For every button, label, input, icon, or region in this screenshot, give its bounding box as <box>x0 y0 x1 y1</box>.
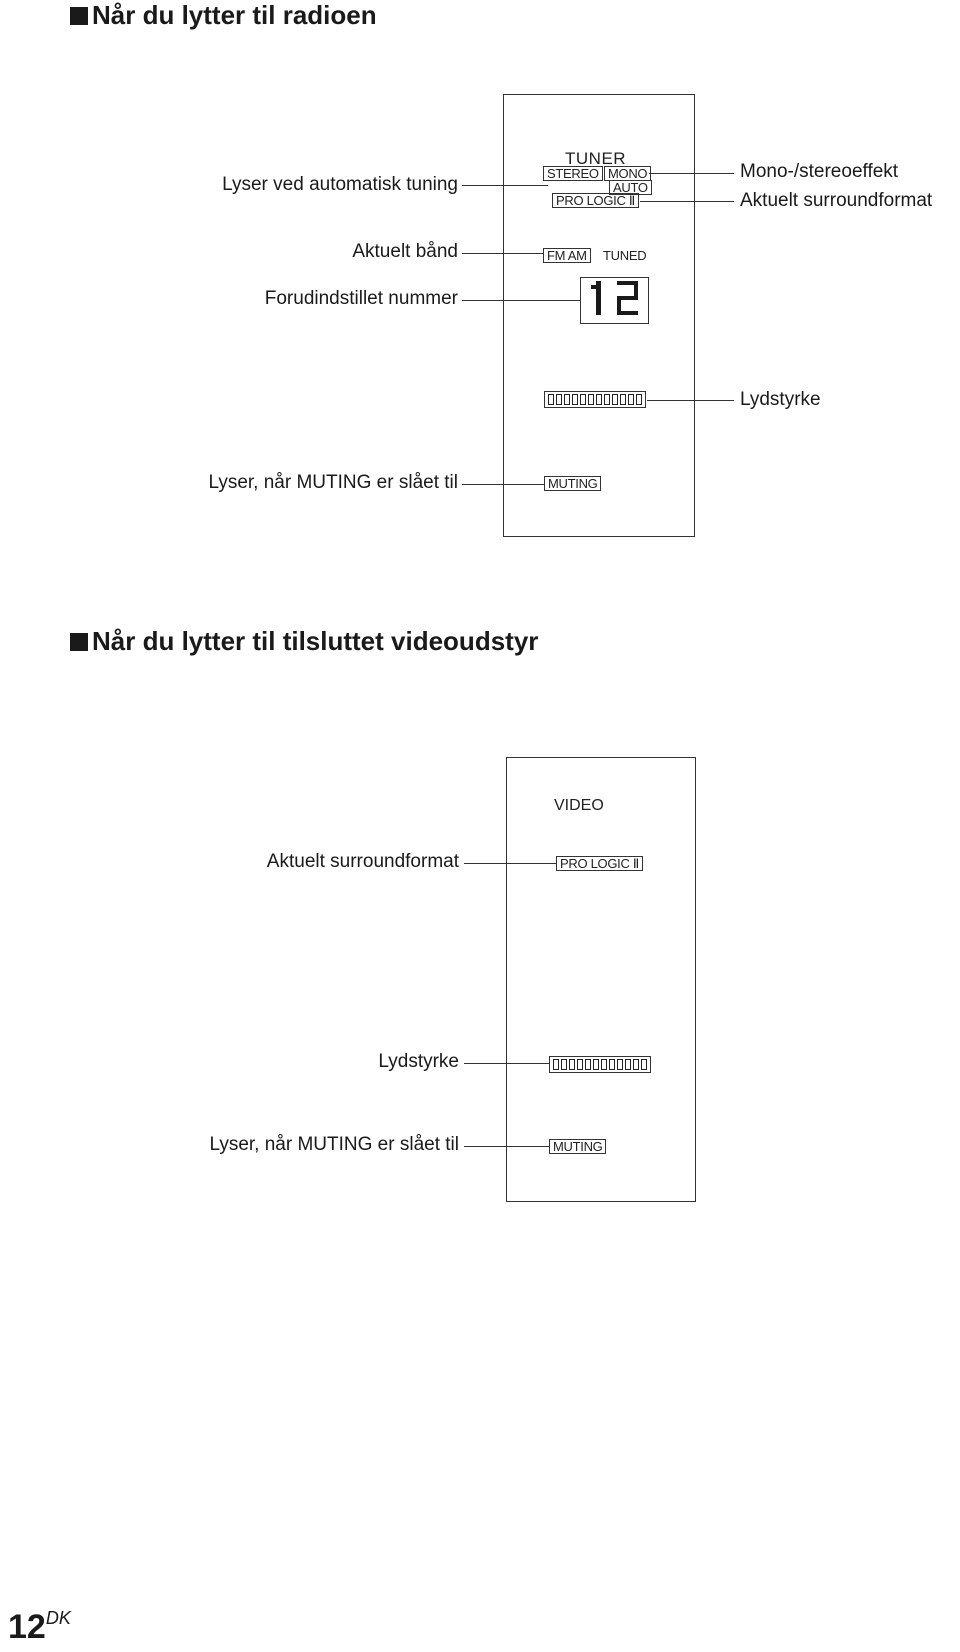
leader-line <box>649 173 734 174</box>
label-volume: Lydstyrke <box>740 389 821 410</box>
leader-line <box>464 863 556 864</box>
muting-indicator: MUTING <box>549 1139 607 1154</box>
label-surround: Aktuelt surroundformat <box>266 851 459 872</box>
label-surround: Aktuelt surroundformat <box>740 190 933 211</box>
pro-logic-indicator: PRO LOGIC Ⅱ <box>556 856 643 871</box>
preset-digits-graphic <box>591 281 638 315</box>
label-auto-tuning: Lyser ved automatisk tuning <box>222 174 458 195</box>
radio-display-panel <box>503 94 695 537</box>
muting-indicator: MUTING <box>544 476 602 491</box>
volume-bar <box>544 391 646 408</box>
leader-line <box>464 1063 549 1064</box>
leader-line <box>462 484 544 485</box>
leader-line <box>462 185 548 186</box>
tuned-indicator: TUNED <box>603 248 647 263</box>
auto-indicator: AUTO <box>609 180 652 195</box>
preset-number-display <box>580 277 649 324</box>
leader-line <box>464 1146 549 1147</box>
square-bullet-icon <box>70 7 88 25</box>
label-preset: Forudindstillet nummer <box>264 288 458 309</box>
section-heading-video: Når du lytter til tilsluttet videoudstyr <box>70 626 538 657</box>
label-muting: Lyser, når MUTING er slået til <box>209 1134 459 1155</box>
fm-am-indicator: FM AM <box>543 248 591 263</box>
stereo-indicator: STEREO <box>543 166 603 181</box>
page-suffix: DK <box>45 1608 71 1628</box>
leader-line <box>462 253 544 254</box>
label-mono-stereo: Mono-/stereoeffekt <box>740 161 899 182</box>
section-heading-radio: Når du lytter til radioen <box>70 0 377 31</box>
leader-line <box>640 201 734 202</box>
label-volume: Lydstyrke <box>378 1051 459 1072</box>
page-number: 12DK <box>8 1608 71 1646</box>
label-muting: Lyser, når MUTING er slået til <box>208 472 458 493</box>
leader-line <box>462 300 580 301</box>
mono-indicator: MONO <box>604 166 652 181</box>
video-indicator: VIDEO <box>554 797 604 814</box>
label-band: Aktuelt bånd <box>352 241 458 262</box>
leader-line <box>647 400 734 401</box>
square-bullet-icon <box>70 633 88 651</box>
volume-bar <box>549 1056 651 1073</box>
video-display-panel <box>506 757 696 1202</box>
pro-logic-indicator: PRO LOGIC Ⅱ <box>552 193 639 208</box>
tuner-indicator: TUNER <box>565 149 627 168</box>
